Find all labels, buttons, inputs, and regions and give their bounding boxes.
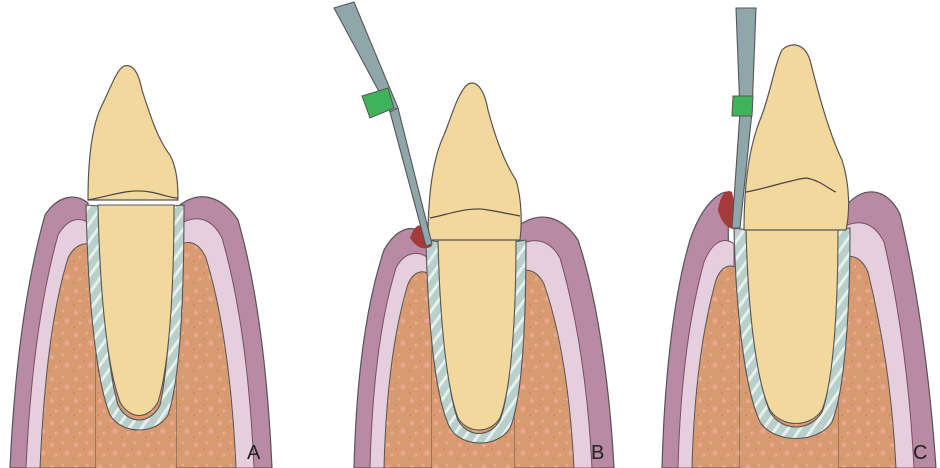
crown-a — [88, 66, 178, 200]
probe-marking-c — [732, 96, 753, 116]
panel-label-a: A — [247, 442, 261, 464]
periodontal-probe-b — [334, 2, 432, 246]
probe-marking-b — [362, 88, 394, 118]
panel-a: A — [10, 66, 272, 468]
panel-c: C — [662, 8, 936, 468]
panel-b: B — [334, 2, 614, 468]
crown-b — [428, 83, 521, 240]
probe-tip-b — [390, 108, 432, 246]
crown-c — [744, 45, 849, 230]
panel-label-b: B — [591, 442, 604, 464]
panel-label-c: C — [913, 442, 927, 464]
